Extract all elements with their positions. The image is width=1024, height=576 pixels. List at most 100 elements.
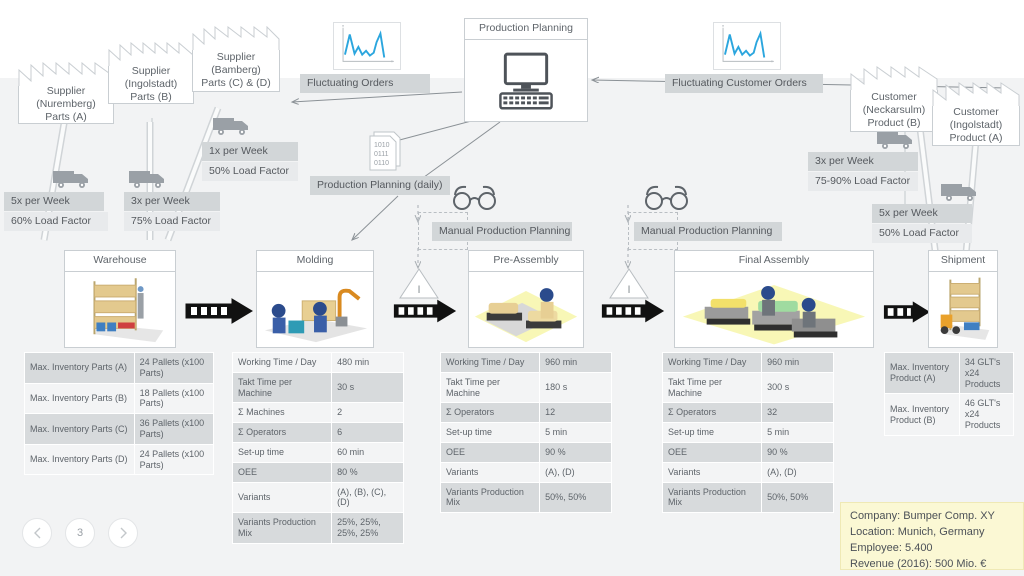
process-warehouse-body	[65, 272, 175, 347]
cell-value: 5 min	[539, 422, 612, 443]
production-planning-box[interactable]: Production Planning	[464, 18, 588, 122]
cell-value: 50%, 50%	[761, 481, 834, 514]
supplier-nuremberg-frequency: 5x per Week	[4, 192, 104, 212]
process-molding[interactable]: Molding	[256, 250, 374, 348]
cell-key: Set-up time	[231, 441, 333, 463]
cell-value: 960 min	[539, 352, 612, 373]
table-row: Variants (A), (B), (C), (D)	[231, 481, 404, 514]
table-row: Variants (A), (D)	[439, 461, 612, 483]
table-row: Variants Production Mix 50%, 50%	[661, 481, 834, 514]
table-row: Σ Operators 6	[231, 422, 404, 443]
process-pre-assembly-title: Pre-Assembly	[469, 251, 583, 272]
customer-ingolstadt-load-factor: 50% Load Factor	[872, 224, 972, 244]
cell-key: Set-up time	[439, 422, 541, 443]
supplier-ingolstadt-frequency: 3x per Week	[124, 192, 220, 212]
cell-value: 90 %	[539, 441, 612, 463]
svg-text:I: I	[627, 284, 630, 296]
cell-value: 32	[761, 402, 834, 424]
process-molding-title: Molding	[257, 251, 373, 272]
process-warehouse[interactable]: Warehouse	[64, 250, 176, 348]
cell-key: Max. Inventory Parts (C)	[24, 413, 135, 445]
pagination-prev-button[interactable]	[22, 518, 52, 548]
customer-neckarsulm[interactable]: Customer (Neckarsulm) Product (B)	[850, 66, 938, 132]
supplier-ingolstadt-line3: Parts (B)	[130, 91, 172, 104]
supplier-nuremberg-body: Supplier (Nuremberg) Parts (A)	[18, 84, 114, 124]
svg-text:0111: 0111	[374, 151, 389, 158]
cell-value: 480 min	[331, 352, 404, 373]
customer-neckarsulm-load-factor: 75-90% Load Factor	[808, 172, 918, 192]
cell-key: OEE	[439, 441, 541, 463]
table-row: Σ Machines 2	[231, 402, 404, 424]
process-shipment[interactable]: Shipment	[928, 250, 998, 348]
production-planning-daily-label: Production Planning (daily)	[310, 176, 450, 196]
table-row: Max. Inventory Parts (C) 36 Pallets (x10…	[24, 413, 215, 445]
supplier-nuremberg[interactable]: Supplier (Nuremberg) Parts (A)	[18, 62, 114, 124]
truck-icon	[53, 171, 88, 188]
manual-planning-left-label: Manual Production Planning	[432, 222, 572, 242]
table-pre-assembly: Working Time / Day 960 min Takt Time per…	[439, 352, 612, 514]
supplier-ingolstadt-line2: (Ingolstadt)	[124, 77, 178, 90]
cell-value: 30 s	[331, 371, 404, 404]
cell-value: 24 Pallets (x100 Parts)	[133, 443, 215, 476]
supplier-nuremberg-line1: Supplier	[46, 84, 86, 97]
cell-value: (A), (D)	[539, 461, 612, 483]
process-final-assembly[interactable]: Final Assembly	[674, 250, 874, 348]
cell-key: Max. Inventory Parts (A)	[24, 352, 135, 384]
customer-neckarsulm-frequency: 3x per Week	[808, 152, 918, 172]
supplier-bamberg-line1: Supplier	[216, 50, 256, 63]
fluctuating-customer-orders-label: Fluctuating Customer Orders	[665, 74, 823, 94]
factory-roof-icon	[18, 62, 114, 88]
customer-neckarsulm-body: Customer (Neckarsulm) Product (B)	[850, 90, 938, 132]
cell-key: OEE	[661, 441, 763, 463]
table-row: Set-up time 60 min	[231, 441, 404, 463]
factory-roof-icon	[932, 82, 1020, 108]
customer-ingolstadt[interactable]: Customer (Ingolstadt) Product (A)	[932, 82, 1020, 146]
chevron-right-icon	[120, 527, 127, 539]
cell-value: 46 GLT's x24 Products	[958, 393, 1015, 436]
cell-value: 50%, 50%	[539, 481, 612, 514]
process-shipment-body	[929, 272, 997, 347]
supplier-nuremberg-line2: (Nuremberg)	[36, 97, 96, 110]
process-pre-assembly[interactable]: Pre-Assembly	[468, 250, 584, 348]
cell-key: OEE	[231, 461, 333, 483]
process-final-assembly-title: Final Assembly	[675, 251, 873, 272]
table-row: Σ Operators 32	[661, 402, 834, 424]
cell-key: Σ Operators	[661, 402, 763, 424]
chevron-left-icon	[33, 527, 40, 539]
cell-key: Max. Inventory Parts (D)	[24, 443, 135, 476]
push-arrow-icon	[393, 299, 457, 323]
truck-icon	[877, 132, 912, 149]
info-location: Location: Munich, Germany	[850, 525, 985, 538]
table-row: OEE 90 %	[439, 441, 612, 463]
glasses-icon	[453, 185, 496, 210]
factory-roof-icon	[192, 26, 280, 52]
fluctuating-customer-orders-chart	[713, 22, 781, 70]
customer-neckarsulm-line3: Product (B)	[867, 117, 921, 130]
svg-text:I: I	[417, 284, 420, 296]
customer-ingolstadt-body: Customer (Ingolstadt) Product (A)	[932, 106, 1020, 146]
process-pre-assembly-body	[469, 272, 583, 347]
supplier-bamberg[interactable]: Supplier (Bamberg) Parts (C) & (D)	[192, 26, 280, 92]
cell-key: Takt Time per Machine	[439, 371, 541, 404]
line-chart-icon	[342, 25, 394, 63]
cell-key: Max. Inventory Product (A)	[884, 351, 960, 395]
cell-key: Working Time / Day	[439, 352, 541, 373]
glasses-icon	[645, 185, 688, 210]
cell-key: Variants	[231, 481, 333, 514]
supplier-nuremberg-line3: Parts (A)	[45, 111, 87, 124]
company-info-box: Company: Bumper Comp. XY Location: Munic…	[840, 502, 1024, 570]
cell-value: 180 s	[539, 371, 612, 404]
pagination-page-number[interactable]: 3	[65, 518, 95, 548]
table-row: Working Time / Day 960 min	[661, 352, 834, 373]
factory-roof-icon	[850, 66, 938, 92]
supplier-ingolstadt-line1: Supplier	[131, 64, 171, 77]
pagination-next-button[interactable]	[108, 518, 138, 548]
robot-molding-icon	[264, 288, 368, 342]
supplier-ingolstadt-load-factor: 75% Load Factor	[124, 212, 220, 232]
customer-ingolstadt-frequency: 5x per Week	[872, 204, 972, 224]
cell-key: Working Time / Day	[231, 352, 333, 373]
line-chart-icon	[722, 25, 774, 63]
supplier-ingolstadt[interactable]: Supplier (Ingolstadt) Parts (B)	[108, 42, 194, 104]
cell-value: 18 Pallets (x100 Parts)	[133, 382, 215, 415]
